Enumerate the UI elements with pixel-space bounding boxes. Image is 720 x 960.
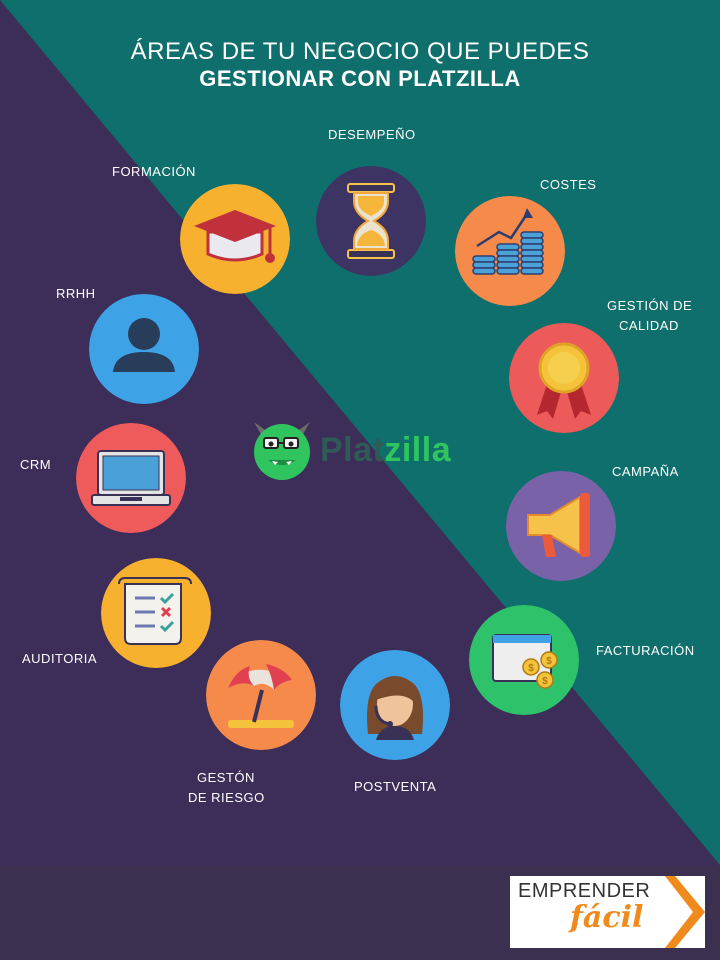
monster-logo-icon <box>254 422 310 480</box>
rrhh-circle <box>89 294 199 404</box>
crm-circle <box>76 423 186 533</box>
checklist-icon <box>101 558 211 668</box>
desempeno-circle <box>316 166 426 276</box>
svg-text:$: $ <box>528 663 534 674</box>
postventa-circle <box>340 650 450 760</box>
label-desempeno: DESEMPEÑO <box>328 127 416 142</box>
title-line-2: GESTIONAR CON PLATZILLA <box>199 66 521 91</box>
calidad-circle <box>509 323 619 433</box>
label-riesgo-2: DE RIESGO <box>188 790 265 805</box>
badge-bottom-text: fácil <box>570 900 644 935</box>
arrow-icon <box>665 876 705 948</box>
label-crm: CRM <box>20 457 52 472</box>
invoice-coins-icon: $ $ $ <box>469 605 579 715</box>
brand-name: Platzilla <box>320 431 451 470</box>
award-ribbon-icon <box>509 323 619 433</box>
costes-circle <box>455 196 565 306</box>
campana-circle <box>506 471 616 581</box>
riesgo-circle <box>206 640 316 750</box>
support-agent-icon <box>340 650 450 760</box>
emprender-facil-badge: EMPRENDER fácil <box>510 876 705 948</box>
badge-top-text: EMPRENDER <box>518 880 651 902</box>
megaphone-icon <box>506 471 616 581</box>
label-formacion: FORMACIÓN <box>112 164 196 179</box>
user-icon <box>89 294 199 404</box>
label-costes: COSTES <box>540 177 597 192</box>
label-calidad-1: GESTIÓN DE <box>607 298 693 313</box>
svg-text:$: $ <box>546 656 552 667</box>
brand-part-2: zilla <box>384 431 452 469</box>
auditoria-circle <box>101 558 211 668</box>
facturacion-circle: $ $ $ <box>469 605 579 715</box>
formacion-circle <box>180 184 290 294</box>
title-line-1: ÁREAS DE TU NEGOCIO QUE PUEDES <box>130 38 590 65</box>
beach-umbrella-icon <box>206 640 316 750</box>
svg-text:$: $ <box>542 676 548 687</box>
hourglass-icon <box>316 166 426 276</box>
coins-chart-icon <box>455 196 565 306</box>
label-campana: CAMPAÑA <box>612 464 679 479</box>
label-rrhh: RRHH <box>56 286 96 301</box>
label-riesgo-1: GESTÓN <box>197 770 255 785</box>
label-auditoria: AUDITORIA <box>22 651 98 666</box>
brand-part-1: Plat <box>320 431 385 469</box>
label-postventa: POSTVENTA <box>354 779 437 794</box>
label-facturacion: FACTURACIÓN <box>596 643 695 658</box>
laptop-icon <box>76 423 186 533</box>
label-calidad-2: CALIDAD <box>619 318 679 333</box>
graduation-cap-icon <box>180 184 290 294</box>
